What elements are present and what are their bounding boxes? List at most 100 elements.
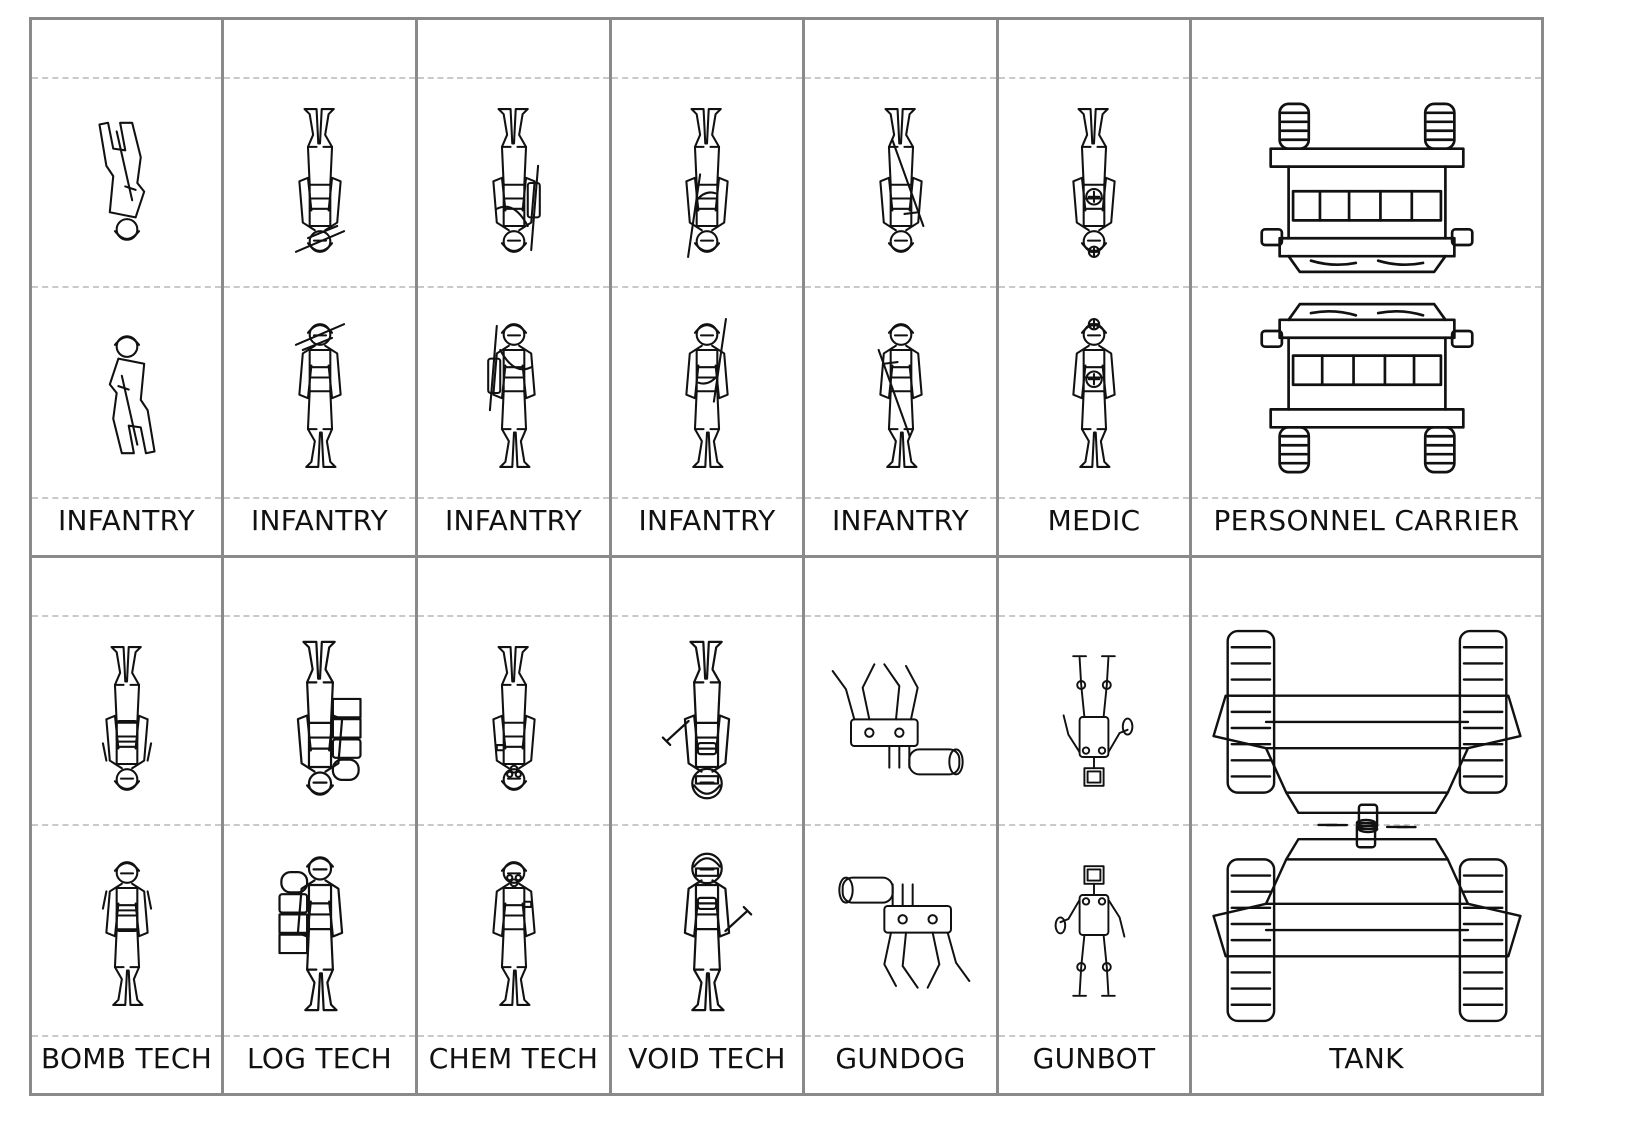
fold-line — [224, 77, 415, 79]
column-divider — [609, 17, 612, 1096]
counter-card[interactable]: GUNBOT — [999, 558, 1189, 1093]
medic-icon — [1072, 107, 1116, 258]
fold-line — [224, 286, 415, 288]
void-tech-icon — [661, 640, 731, 799]
counter-label: VOID TECH — [628, 1042, 786, 1075]
personnel-carrier-icon — [1259, 102, 1474, 273]
fold-line — [418, 1035, 609, 1037]
infantry-rifle-slung-icon — [491, 107, 541, 253]
counter-sheet: INFANTRY INFANTRY INFANTRY INFANTRY INFANTRY… — [29, 17, 1544, 1096]
fold-line — [418, 77, 609, 79]
infantry-crouching-icon — [97, 121, 145, 241]
gunbot-icon — [1062, 654, 1134, 787]
infantry-aiming-icon — [294, 322, 345, 468]
fold-line — [612, 77, 802, 79]
counter-card[interactable]: PERSONNEL CARRIER — [1192, 20, 1541, 555]
counter-label: BOMB TECH — [40, 1042, 213, 1075]
counter-card[interactable]: LOG TECH — [224, 558, 415, 1093]
fold-line — [32, 77, 221, 79]
column-divider — [1541, 17, 1544, 1096]
row-divider — [29, 555, 1544, 558]
fold-line — [805, 77, 996, 79]
infantry-crouching-icon — [108, 334, 156, 454]
fold-line — [1192, 1035, 1541, 1037]
fold-line — [999, 824, 1189, 826]
column-divider — [802, 17, 805, 1096]
counter-label: GUNDOG — [835, 1042, 966, 1075]
counter-label: PERSONNEL CARRIER — [1213, 504, 1520, 537]
gunbot-icon — [1054, 864, 1126, 997]
gundog-icon — [831, 662, 964, 775]
infantry-standing-icon — [685, 107, 729, 258]
fold-line — [1192, 497, 1541, 499]
counter-card[interactable]: CHEM TECH — [418, 558, 609, 1093]
counter-label: INFANTRY — [444, 504, 583, 537]
fold-line — [612, 286, 802, 288]
column-divider — [29, 17, 32, 1096]
gundog-icon — [837, 876, 970, 989]
fold-line — [224, 824, 415, 826]
fold-line — [418, 497, 609, 499]
fold-line — [32, 824, 221, 826]
fold-line — [805, 1035, 996, 1037]
infantry-rifle-ready-icon — [877, 322, 923, 468]
fold-line — [224, 497, 415, 499]
counter-label: GUNBOT — [1032, 1042, 1156, 1075]
medic-icon — [1072, 317, 1116, 468]
column-divider — [1189, 17, 1192, 1096]
counter-label: TANK — [1329, 1042, 1404, 1075]
fold-line — [32, 615, 221, 617]
fold-line — [612, 615, 802, 617]
counter-label: INFANTRY — [250, 504, 389, 537]
fold-line — [32, 497, 221, 499]
counter-label: LOG TECH — [246, 1042, 393, 1075]
counter-card[interactable]: INFANTRY — [612, 20, 802, 555]
personnel-carrier-icon — [1259, 302, 1474, 473]
counter-label: CHEM TECH — [428, 1042, 599, 1075]
fold-line — [999, 497, 1189, 499]
fold-line — [418, 615, 609, 617]
fold-line — [612, 824, 802, 826]
fold-line — [612, 497, 802, 499]
tank-icon — [1211, 629, 1522, 833]
log-tech-icon — [277, 855, 343, 1011]
fold-line — [999, 286, 1189, 288]
tank-icon — [1211, 818, 1522, 1022]
fold-line — [1192, 286, 1541, 288]
infantry-rifle-ready-icon — [878, 107, 924, 253]
fold-line — [999, 1035, 1189, 1037]
column-divider — [415, 17, 418, 1096]
bomb-tech-icon — [101, 645, 152, 791]
fold-line — [418, 824, 609, 826]
counter-card[interactable]: INFANTRY — [805, 20, 996, 555]
counter-card[interactable]: MEDIC — [999, 20, 1189, 555]
fold-line — [805, 615, 996, 617]
infantry-rifle-slung-icon — [486, 322, 536, 468]
counter-card[interactable]: TANK — [1192, 558, 1541, 1093]
fold-line — [32, 286, 221, 288]
counter-label: MEDIC — [1047, 504, 1141, 537]
sheet-border-top — [29, 17, 1544, 20]
counter-card[interactable]: INFANTRY — [418, 20, 609, 555]
fold-line — [805, 286, 996, 288]
counter-label: INFANTRY — [57, 504, 196, 537]
bomb-tech-icon — [101, 860, 152, 1006]
fold-line — [805, 497, 996, 499]
fold-line — [805, 824, 996, 826]
infantry-aiming-icon — [294, 107, 345, 253]
fold-line — [224, 615, 415, 617]
counter-card[interactable]: GUNDOG — [805, 558, 996, 1093]
void-tech-icon — [683, 852, 753, 1011]
counter-card[interactable]: BOMB TECH — [32, 558, 221, 1093]
fold-line — [999, 77, 1189, 79]
sheet-border-bottom — [29, 1093, 1544, 1096]
counter-card[interactable]: VOID TECH — [612, 558, 802, 1093]
log-tech-icon — [296, 640, 362, 796]
counter-card[interactable]: INFANTRY — [224, 20, 415, 555]
counter-label: INFANTRY — [638, 504, 776, 537]
fold-line — [224, 1035, 415, 1037]
fold-line — [1192, 615, 1541, 617]
counter-card[interactable]: INFANTRY — [32, 20, 221, 555]
fold-line — [32, 1035, 221, 1037]
fold-line — [999, 615, 1189, 617]
